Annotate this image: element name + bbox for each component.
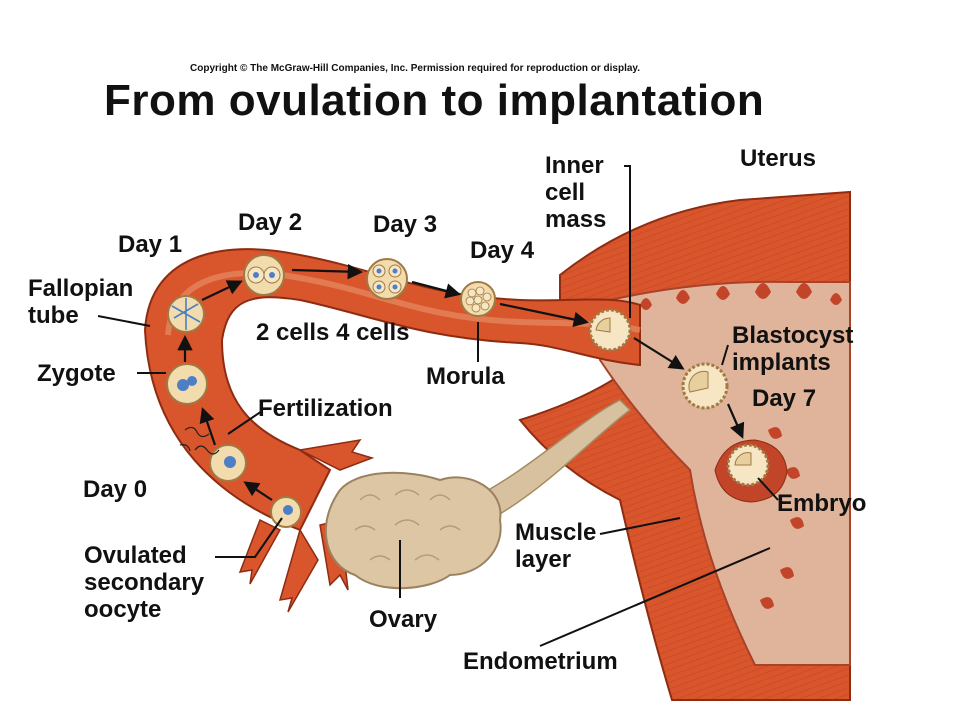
sperm-cells xyxy=(179,426,220,455)
leader-lines xyxy=(97,165,779,647)
label-icm-3: mass xyxy=(545,206,606,233)
label-uterus: Uterus xyxy=(740,145,816,172)
label-ovary: Ovary xyxy=(369,606,438,633)
endometrial-glands xyxy=(640,283,842,609)
label-day-0: Day 0 xyxy=(83,476,147,503)
two-cell-stage xyxy=(243,254,285,296)
label-morula: Morula xyxy=(426,363,505,390)
copyright-notice: Copyright © The McGraw-Hill Companies, I… xyxy=(190,63,641,74)
label-icm-2: cell xyxy=(545,179,585,206)
dividing-cell xyxy=(167,295,205,333)
label-embryo: Embryo xyxy=(777,490,866,517)
label-endometrium: Endometrium xyxy=(463,648,618,675)
label-oocyte-1: Ovulated xyxy=(84,542,187,569)
label-zygote: Zygote xyxy=(37,360,116,387)
label-oocyte-2: secondary xyxy=(84,569,205,596)
label-day-7: Day 7 xyxy=(752,385,816,412)
label-day-3: Day 3 xyxy=(373,211,437,238)
label-day-4: Day 4 xyxy=(470,237,535,264)
label-blastocyst-1: Blastocyst xyxy=(732,322,853,349)
implanted-embryo xyxy=(714,439,788,503)
label-icm-1: Inner xyxy=(545,152,604,179)
label-day-2: Day 2 xyxy=(238,209,302,236)
blastocyst-implanting xyxy=(681,362,729,410)
label-oocyte-3: oocyte xyxy=(84,596,161,623)
four-cell-stage xyxy=(366,258,408,300)
label-fallopian-2: tube xyxy=(28,302,79,329)
label-cells: 2 cells 4 cells xyxy=(256,319,409,346)
fertilized-egg xyxy=(209,444,247,482)
blastocyst-early xyxy=(588,308,632,352)
page-title: From ovulation to implantation xyxy=(104,76,765,125)
label-muscle-1: Muscle xyxy=(515,519,596,546)
zygote-cell xyxy=(166,363,208,405)
ovarian-ligament xyxy=(469,399,632,527)
morula-cell xyxy=(460,281,496,317)
label-muscle-2: layer xyxy=(515,546,571,573)
ovary xyxy=(324,471,502,590)
label-fertilization: Fertilization xyxy=(258,395,393,422)
ovary-follicles xyxy=(354,489,461,561)
oocyte-cell xyxy=(270,496,302,528)
label-fallopian-1: Fallopian xyxy=(28,275,133,302)
progression-arrows xyxy=(177,263,745,501)
label-day-1: Day 1 xyxy=(118,231,182,258)
label-blastocyst-2: implants xyxy=(732,349,831,376)
